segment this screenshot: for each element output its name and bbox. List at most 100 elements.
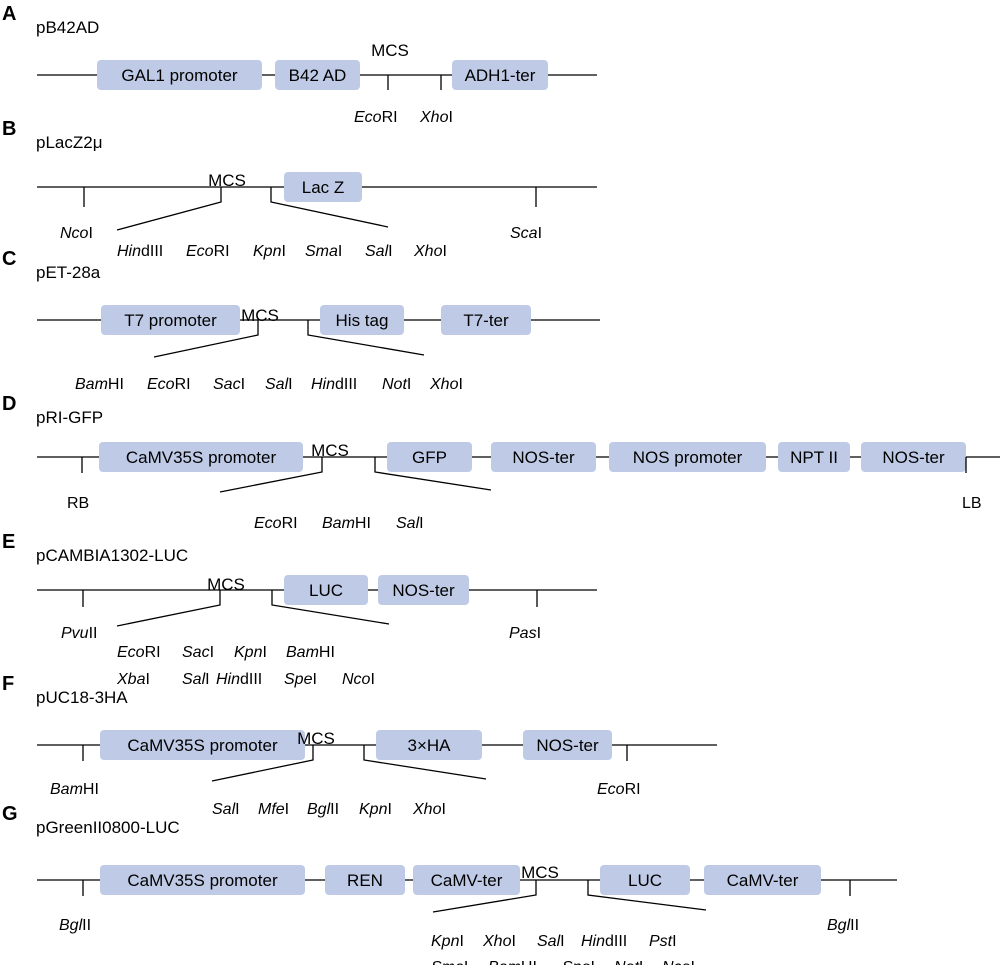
restriction-site-smai: SmaI: [431, 959, 468, 965]
feature-label: GAL1 promoter: [121, 66, 238, 85]
feature-b42-ad: B42 AD: [275, 60, 360, 90]
restriction-site-scai: ScaI: [510, 225, 542, 242]
mcs-label: MCS: [311, 441, 349, 460]
mcs-label: MCS: [207, 575, 245, 594]
site-name-italic: Bam: [50, 781, 83, 798]
site-name-italic: Sal: [537, 933, 561, 950]
restriction-site-sali: SalI: [396, 515, 424, 532]
site-name-roman: dIII: [240, 671, 262, 688]
site-name-roman: HI: [355, 515, 371, 532]
feature-t7-ter: T7-ter: [441, 305, 531, 335]
mcs-fan-line: [153, 320, 259, 358]
site-name-italic: Nco: [60, 225, 89, 242]
site-name-roman: I: [441, 801, 445, 818]
site-name-italic: Kpn: [359, 801, 388, 818]
restriction-site-ncoi: NcoI: [662, 959, 695, 965]
site-name-italic: Sma: [431, 959, 464, 965]
site-name-italic: Sac: [182, 644, 210, 661]
feature-box: [523, 730, 612, 760]
site-name-italic: Sal: [396, 515, 420, 532]
vector-name: pUC18-3HA: [36, 688, 128, 707]
restriction-site-ecori: EcoRI: [254, 515, 298, 532]
site-name-roman: I: [639, 959, 643, 965]
mcs-fan-line: [271, 590, 390, 625]
restriction-site-noti: NotI: [614, 959, 643, 965]
feature-label: NPT II: [790, 448, 838, 467]
site-name-roman: I: [241, 376, 245, 393]
restriction-site-sali: SalI: [265, 376, 293, 393]
site-name-italic: Not: [614, 959, 639, 965]
site-name-italic: Pas: [509, 625, 537, 642]
site-name-roman: I: [590, 959, 594, 965]
site-name-roman: HI: [83, 781, 99, 798]
site-name-roman: I: [88, 225, 92, 242]
restriction-site-sali: SalI: [537, 933, 565, 950]
restriction-site-rb: RB: [67, 495, 89, 512]
restriction-site-xhoi: XhoI: [429, 376, 463, 393]
site-name-roman: I: [281, 243, 285, 260]
feature-label: LUC: [309, 581, 343, 600]
restriction-site-xhoi: XhoI: [419, 109, 453, 126]
feature-label: REN: [347, 871, 383, 890]
restriction-site-sali: SalI: [212, 801, 240, 818]
site-name-italic: Bgl: [59, 917, 83, 934]
site-name-roman: I: [370, 671, 374, 688]
site-name-roman: I: [458, 376, 462, 393]
restriction-site-bglii: BglII: [59, 917, 91, 934]
site-name-italic: Bgl: [307, 801, 331, 818]
site-name-roman: I: [262, 644, 266, 661]
feature-lac-z: Lac Z: [284, 172, 362, 202]
site-name-italic: Not: [382, 376, 407, 393]
feature-3-ha: 3×HA: [376, 730, 482, 760]
restriction-site-bamhi: BamHI: [286, 644, 335, 661]
feature-label: CaMV-ter: [727, 871, 799, 890]
feature-box: [284, 172, 362, 202]
feature-label: 3×HA: [408, 736, 452, 755]
site-name-italic: Bam: [322, 515, 355, 532]
restriction-site-bamhi: BamHI: [322, 515, 371, 532]
site-name-roman: I: [464, 959, 468, 965]
feature-camv35s-promoter: CaMV35S promoter: [100, 730, 305, 760]
feature-box: [320, 305, 404, 335]
site-name-roman: I: [538, 225, 542, 242]
site-name-roman: I: [210, 644, 214, 661]
restriction-site-bamhi: BamHI: [50, 781, 99, 798]
feature-box: [704, 865, 821, 895]
feature-gfp: GFP: [387, 442, 472, 472]
feature-box: [600, 865, 690, 895]
site-name-italic: Hin: [216, 671, 240, 688]
site-name-roman: II: [82, 917, 91, 934]
restriction-site-bglii: BglII: [827, 917, 859, 934]
mcs-label: MCS: [371, 41, 409, 60]
site-name-roman: I: [285, 801, 289, 818]
restriction-site-noti: NotI: [382, 376, 411, 393]
restriction-site-bamhi: BamHI: [488, 959, 537, 965]
restriction-site-mfei: MfeI: [258, 801, 289, 818]
restriction-site-psti: PstI: [649, 933, 677, 950]
site-name-roman: I: [511, 933, 515, 950]
panel-letter: C: [2, 248, 16, 270]
mcs-fan-line: [363, 745, 487, 780]
restriction-site-spei: SpeI: [562, 959, 595, 965]
site-name-roman: I: [690, 959, 694, 965]
restriction-site-hindiii: HindIII: [117, 243, 163, 260]
site-name-italic: Eco: [117, 644, 145, 661]
site-name-italic: Kpn: [234, 644, 263, 661]
panel-letter: G: [2, 803, 18, 825]
site-name-roman: I: [419, 515, 423, 532]
feature-box: [413, 865, 520, 895]
restriction-site-bglii: BglII: [307, 801, 339, 818]
site-name-italic: Mfe: [258, 801, 285, 818]
feature-label: ADH1-ter: [465, 66, 536, 85]
site-name-italic: Bam: [286, 644, 319, 661]
restriction-site-smai: SmaI: [305, 243, 342, 260]
restriction-site-xhoi: XhoI: [412, 801, 446, 818]
site-name-roman: II: [330, 801, 339, 818]
site-name-roman: RI: [175, 376, 191, 393]
site-name-italic: Spe: [562, 959, 591, 965]
